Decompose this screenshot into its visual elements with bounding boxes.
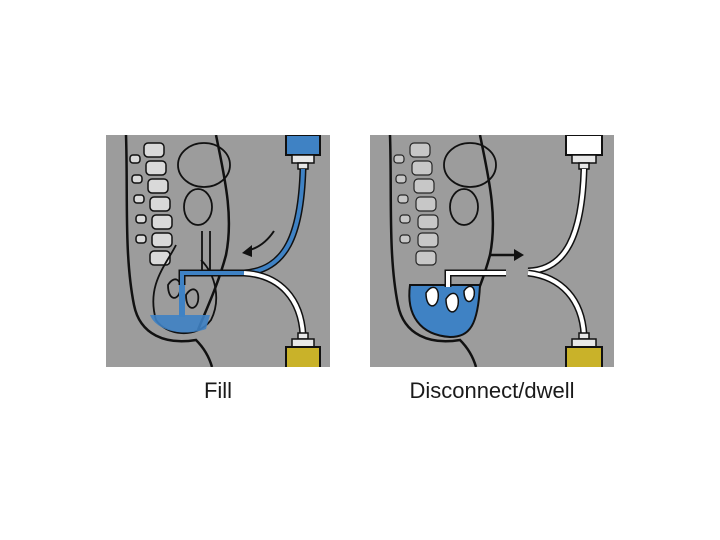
- spine: [129, 142, 173, 266]
- caption-fill: Fill: [203, 378, 233, 403]
- fill-diagram: [106, 135, 330, 367]
- direction-arrow-icon: [490, 249, 524, 261]
- dwell-diagram: [370, 135, 614, 367]
- dialysate-bag: [565, 135, 603, 170]
- organs: [443, 142, 497, 226]
- inflow-tube: [243, 168, 307, 277]
- inflow-tube: [527, 168, 588, 275]
- caption-dwell: Disconnect/dwell: [409, 378, 575, 403]
- dialysate-stream: [179, 285, 185, 317]
- direction-arrow-icon: [242, 230, 275, 257]
- dialysate-bag: [285, 135, 321, 170]
- spine: [393, 142, 439, 266]
- dialysate-pool: [150, 315, 210, 333]
- fill-illustration: [124, 135, 321, 367]
- drain-bag: [285, 332, 321, 367]
- abdomen-outline: [124, 135, 231, 367]
- dwell-illustration: [388, 135, 603, 367]
- intestines: [425, 285, 476, 313]
- drain-bag: [565, 332, 603, 367]
